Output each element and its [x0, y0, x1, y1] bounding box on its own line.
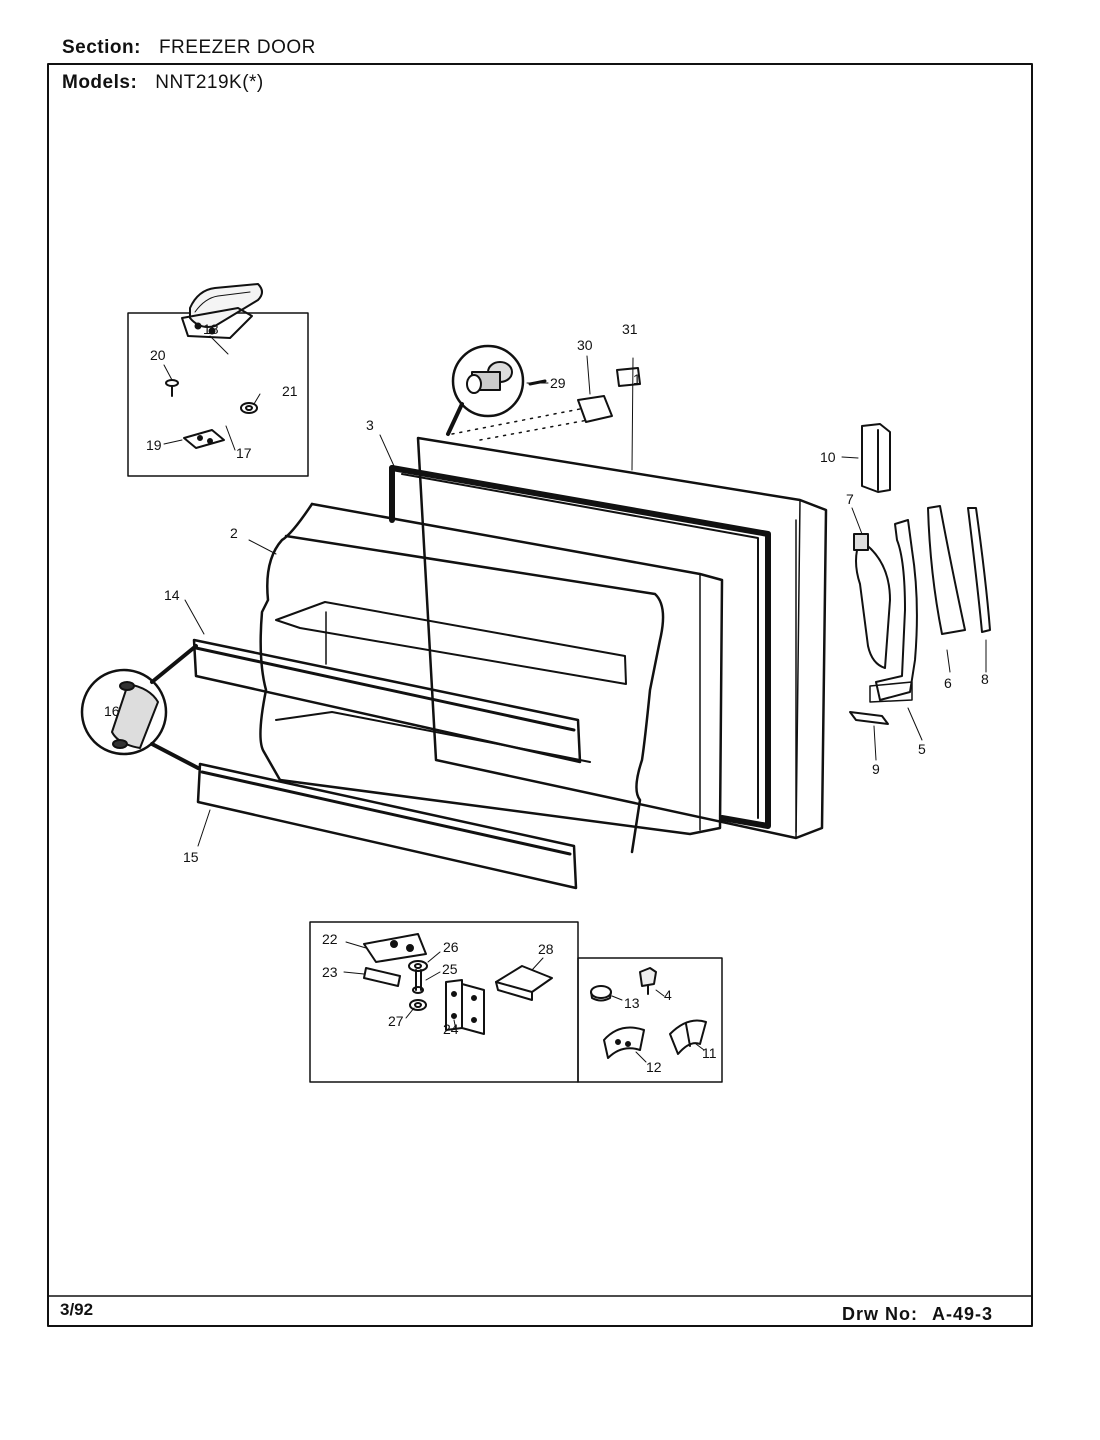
callout-15: 15 [183, 849, 199, 865]
drawing-number-line: Drw No: A-49-3 [842, 1304, 993, 1325]
end-cap-part [111, 681, 159, 749]
cap-11 [669, 1019, 707, 1055]
handle-bracket-5 [869, 519, 918, 703]
callout-28: 28 [538, 941, 554, 957]
callout-10: 10 [820, 449, 836, 465]
callout-25: 25 [442, 961, 458, 977]
label-part-31 [616, 367, 641, 387]
handle-cap-10 [861, 423, 891, 493]
detail-circle-29 [451, 344, 525, 418]
callout-30: 30 [577, 337, 593, 353]
door-rail-15 [196, 762, 578, 890]
callout-3: 3 [366, 417, 374, 433]
plug-part [466, 361, 513, 394]
shim-9 [849, 711, 889, 725]
hinge-cover-part [189, 283, 263, 328]
drawing-number: A-49-3 [932, 1304, 994, 1324]
revision-date: 3/92 [60, 1300, 94, 1319]
callout-26: 26 [443, 939, 459, 955]
section-line: Section: FREEZER DOOR [62, 37, 316, 59]
callout-17: 17 [236, 445, 252, 461]
callout-22: 22 [322, 931, 338, 947]
callout-9: 9 [872, 761, 880, 777]
drawing-label: Drw No: [842, 1304, 918, 1324]
callout-2: 2 [230, 525, 238, 541]
callout-6: 6 [944, 675, 952, 691]
screw-part [165, 379, 179, 397]
handle-trim-8 [967, 507, 991, 633]
washer-part [240, 402, 258, 414]
callout-31: 31 [622, 321, 638, 337]
door-rail-14 [192, 638, 582, 764]
panel-part-30 [577, 395, 613, 423]
hinge-plate-part [181, 307, 253, 339]
models-label: Models: [62, 72, 138, 93]
section-value: FREEZER DOOR [158, 37, 316, 58]
shim-plate-part [183, 429, 225, 449]
door-gasket [389, 465, 771, 829]
handle-7 [853, 533, 891, 669]
handle-insert-6 [927, 505, 966, 635]
callout-20: 20 [150, 347, 166, 363]
models-value: NNT219K(*) [155, 72, 264, 93]
callout-27: 27 [388, 1013, 404, 1029]
outer-door-panel [416, 436, 828, 840]
plug-13 [590, 985, 612, 1002]
callout-24: 24 [443, 1021, 459, 1037]
callout-19: 19 [146, 437, 162, 453]
leader-lines [163, 335, 987, 847]
washer-27 [409, 999, 427, 1011]
callout-12: 12 [646, 1059, 662, 1075]
outer-frame [47, 63, 1033, 1327]
models-line: Models: NNT219K(*) [62, 72, 264, 94]
callout-13: 13 [624, 995, 640, 1011]
hinge-bracket-22 [363, 933, 427, 963]
section-label: Section: [62, 37, 141, 58]
callout-29: 29 [550, 375, 566, 391]
callout-16: 16 [104, 703, 120, 719]
callout-21: 21 [282, 383, 298, 399]
callout-7: 7 [846, 491, 854, 507]
bushing-parts-25-26 [408, 960, 428, 994]
callout-8: 8 [981, 671, 989, 687]
hinge-24 [445, 979, 485, 1035]
inset-box-plugs [577, 957, 723, 1083]
inner-door-liner [259, 502, 724, 854]
detail-circle-16 [80, 668, 168, 756]
callout-1: 1 [633, 371, 641, 387]
callout-11: 11 [702, 1045, 717, 1061]
cap-12 [603, 1026, 645, 1059]
callout-23: 23 [322, 964, 338, 980]
callout-18: 18 [203, 321, 219, 337]
button-4 [639, 967, 657, 995]
callout-4: 4 [664, 987, 672, 1003]
callout-14: 14 [164, 587, 180, 603]
spacer-23 [363, 967, 401, 987]
hinge-bracket-28 [495, 965, 553, 1001]
callout-5: 5 [918, 741, 926, 757]
